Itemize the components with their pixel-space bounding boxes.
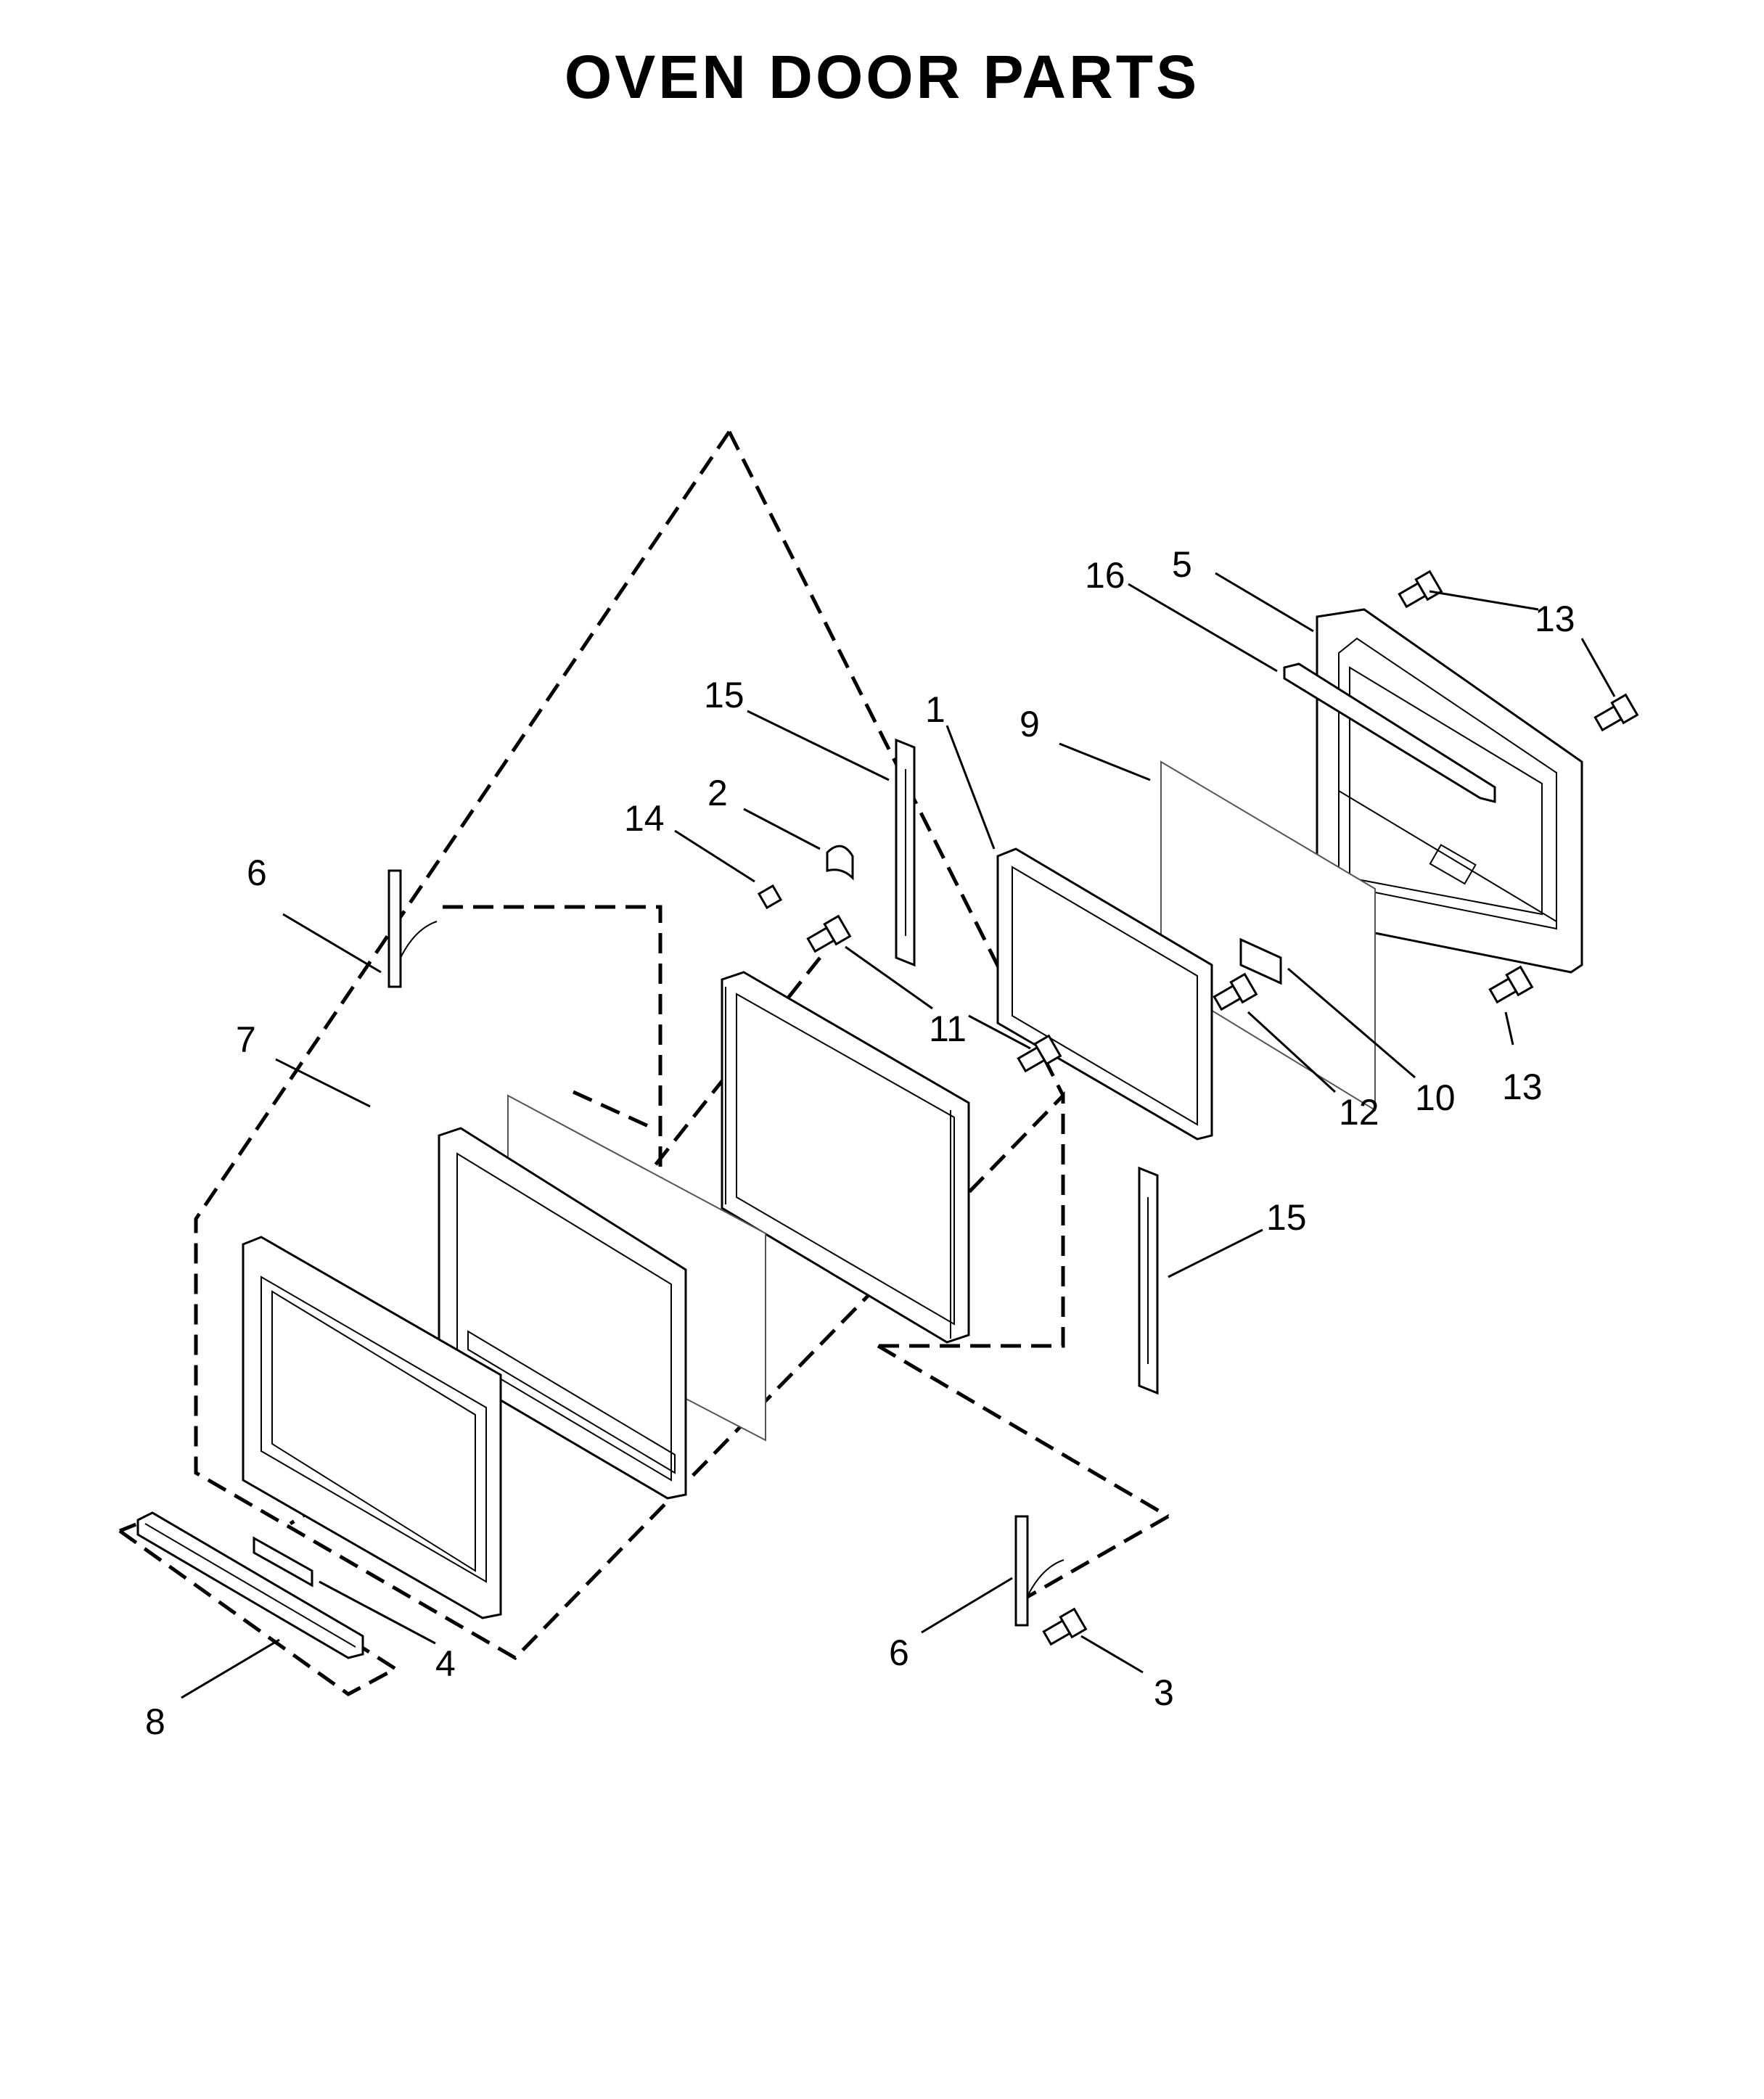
callout-labels: 5 16 13 15 1 9 2 14 6 11 7 12 10 13 15 4… xyxy=(145,544,1575,1742)
part-1-door-liner xyxy=(996,847,1213,1141)
callout-13-lower: 13 xyxy=(1502,1067,1543,1107)
callout-15-upper: 15 xyxy=(704,675,744,715)
callout-6-upper: 6 xyxy=(247,853,267,893)
callout-3: 3 xyxy=(1154,1672,1174,1713)
callout-12: 12 xyxy=(1339,1092,1379,1133)
assembly-dashed-outline xyxy=(118,430,1170,1696)
part-7-outer-door-panel xyxy=(242,1236,502,1619)
callout-2: 2 xyxy=(707,773,728,813)
part-8-handle xyxy=(136,1511,364,1659)
part-6-hinge-upper xyxy=(387,869,438,988)
callout-11: 11 xyxy=(929,1009,967,1049)
callout-8: 8 xyxy=(145,1701,165,1742)
middle-door-frame xyxy=(721,971,970,1344)
part-3-screw xyxy=(1042,1607,1088,1646)
callout-13-upper: 13 xyxy=(1535,599,1575,639)
part-14-small-clip xyxy=(757,884,783,910)
callout-5: 5 xyxy=(1172,544,1192,585)
callout-10: 10 xyxy=(1415,1077,1456,1118)
part-6-hinge-lower xyxy=(1014,1515,1064,1627)
callout-9: 9 xyxy=(1020,704,1040,744)
part-9-glass-panel xyxy=(1160,760,1376,1112)
callout-7: 7 xyxy=(236,1019,256,1060)
part-2-clip xyxy=(826,845,854,881)
callout-14: 14 xyxy=(624,798,665,839)
callout-6-lower: 6 xyxy=(889,1632,909,1673)
page-title: OVEN DOOR PARTS xyxy=(564,43,1200,111)
part-11-screws xyxy=(806,914,1062,1073)
leader-lines xyxy=(181,572,1616,1699)
part-10-bracket xyxy=(1239,937,1282,985)
callout-16: 16 xyxy=(1085,555,1125,596)
part-13-screws xyxy=(1398,570,1639,1004)
part-15-side-strip-upper xyxy=(895,738,916,967)
part-16-trim-strip xyxy=(1283,662,1496,803)
callout-15-lower: 15 xyxy=(1266,1197,1307,1238)
part-15-side-strip-lower xyxy=(1138,1166,1159,1395)
part-4-nameplate xyxy=(253,1536,313,1587)
callout-4: 4 xyxy=(435,1643,456,1684)
part-12-screw xyxy=(1213,972,1258,1011)
callout-1: 1 xyxy=(925,689,945,730)
